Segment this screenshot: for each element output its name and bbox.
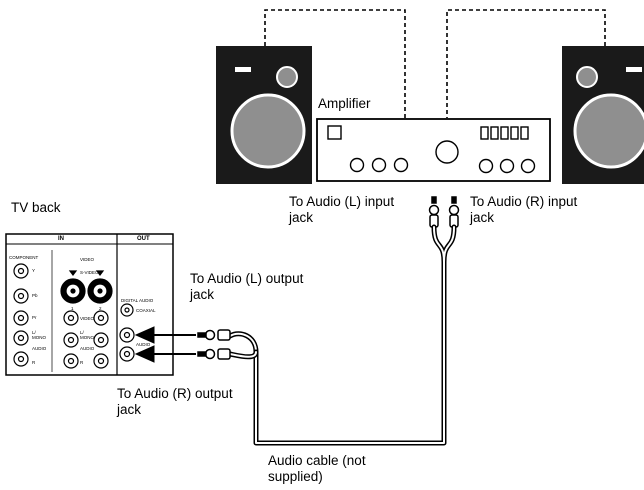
tv-rca-plugs: [197, 329, 231, 360]
audio-r-output-label: To Audio (R) output: [117, 386, 233, 401]
audio-r-output-label-line2: jack: [117, 402, 142, 417]
tv-panel-l-mono-label-2: L/ MONO: [80, 330, 94, 340]
video-audio-jacks: [63, 310, 109, 369]
output-jacks: [119, 303, 135, 362]
tv-panel-input-1-label: 1: [71, 306, 74, 311]
audio-l-output-label-line2: jack: [190, 287, 215, 302]
audio-cable-label: Audio cable (not: [268, 453, 366, 468]
speaker-wires: [264, 9, 606, 118]
tv-panel-out-label: OUT: [137, 236, 150, 242]
amp-rca-plugs: [428, 196, 460, 228]
jack-arrows: [134, 326, 196, 363]
audio-l-input-label-line2: jack: [289, 210, 314, 225]
right-speaker: [562, 46, 644, 184]
tv-panel-audio-label: AUDIO: [32, 346, 47, 351]
tv-panel-l-mono-label: L/ MONO: [32, 330, 46, 340]
audio-cable-label-line2: supplied): [268, 469, 323, 484]
s-video-jacks: [60, 270, 113, 304]
audio-cable: [227, 224, 457, 446]
tv-panel-r-label: R: [32, 360, 36, 365]
tv-back-panel: [5, 233, 174, 376]
left-speaker: [216, 46, 312, 184]
audio-r-input-label-line2: jack: [470, 210, 495, 225]
audio-l-output-label: To Audio (L) output: [190, 271, 304, 286]
audio-l-input-label: To Audio (L) input: [289, 194, 395, 209]
component-jacks: [13, 263, 29, 367]
tv-panel-pb-label: Pb: [32, 293, 38, 298]
tv-panel-in-label: IN: [58, 236, 64, 242]
tv-panel-video-jack-label: VIDEO: [80, 316, 95, 321]
tv-panel-video-label: VIDEO: [80, 257, 95, 262]
tv-panel-audio-label-2: AUDIO: [80, 346, 95, 351]
tv-panel-input-2-label: 2: [99, 306, 102, 311]
tv-panel-s-video-label: S-VIDEO: [80, 270, 99, 275]
amplifier-unit: [316, 118, 551, 182]
tv-panel-y-label: Y: [32, 268, 36, 273]
right-speaker-wire: [446, 9, 606, 118]
tv-panel-digital-audio-label: DIGITAL AUDIO: [121, 298, 154, 303]
tv-panel-r-label-2: R: [80, 360, 84, 365]
tv-panel-component-label: COMPONENT: [9, 255, 39, 260]
audio-r-input-label: To Audio (R) input: [470, 194, 578, 209]
amplifier-label: Amplifier: [318, 96, 371, 111]
tv-panel-pr-label: Pr: [32, 315, 37, 320]
tv-back-label: TV back: [11, 200, 61, 215]
tv-panel-out-audio-label: AUDIO: [136, 342, 151, 347]
left-speaker-wire: [264, 9, 406, 118]
tv-panel-coaxial-label: COAXIAL: [136, 308, 156, 313]
